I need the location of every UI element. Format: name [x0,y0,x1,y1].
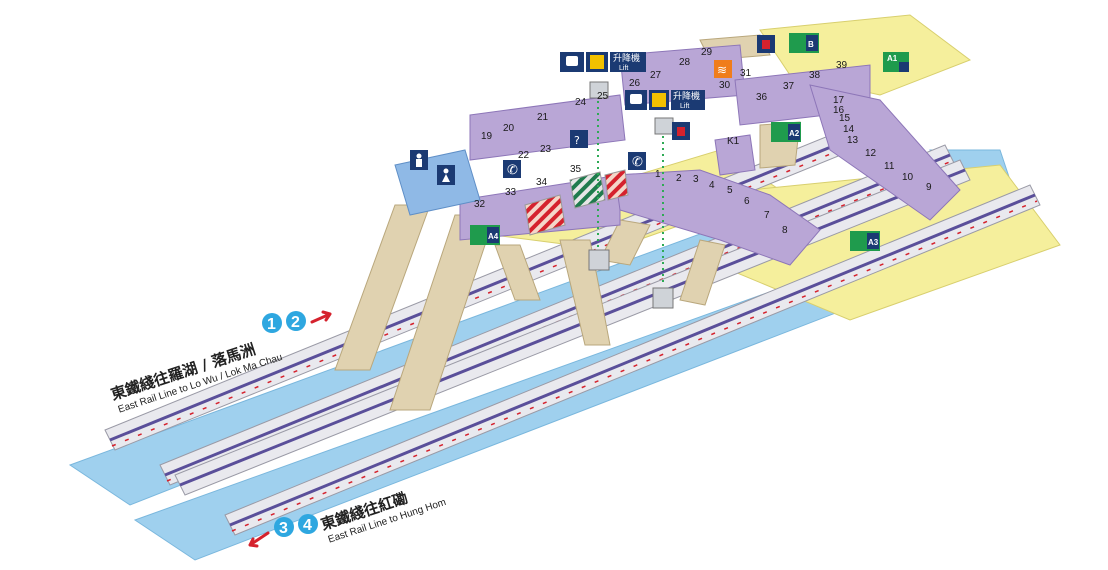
shop-number: 36 [756,92,768,103]
shop-number: 37 [783,81,795,92]
lift-label-en: Lift [619,65,628,72]
exit-label: A2 [789,129,800,138]
platform-number: 1 [267,316,276,333]
shop-number: 22 [518,150,530,161]
shop-number: 13 [847,135,859,146]
shop-number: 25 [597,91,609,102]
toilet-block [394,149,481,216]
lift-sign-bg [610,52,646,72]
svg-text:≋: ≋ [717,63,727,77]
lift-car [652,287,674,309]
exit-label: B [808,40,814,49]
shop-number: 29 [701,47,713,58]
wifi-icon: ≋ [714,60,732,78]
shop-number: 12 [865,148,877,159]
shop-number: 32 [474,199,486,210]
support-pillars [334,204,726,411]
exit-label: A4 [488,232,499,241]
train-4 [224,184,1041,536]
lifts [588,81,674,309]
lift-label-cn: 升降機 [613,52,640,64]
shop-number: 30 [719,80,731,91]
platform-badges-south: 3 4 [248,514,318,548]
lift-label-cn: 升降機 [673,90,700,102]
shop-number: 19 [481,131,493,142]
shop-number: 33 [505,187,517,198]
shop-number: 24 [575,97,587,108]
shop-number: 11 [884,161,895,172]
shop-number: 14 [843,124,855,135]
shop-number: 26 [629,78,641,89]
customer-service-icon [757,35,775,53]
shop-number: 31 [740,68,752,79]
shop-number: 17 [833,95,845,106]
shop-number: 4 [709,180,715,191]
shop-number: K1 [727,136,740,147]
shop-number: 5 [727,185,733,196]
shop-number: 27 [650,70,662,81]
lift-car [654,117,674,135]
svg-text:✆: ✆ [507,163,518,178]
platform-badges-north: 1 2 [262,310,332,333]
shop-number: 1 [655,169,661,180]
shop-numbers: 1 2 3 4 5 6 7 8 9 10 11 12 13 14 15 16 1… [474,47,932,236]
lift-sign: 升降機 Lift [625,90,705,110]
shop-number: 3 [693,174,699,185]
shop-number: 7 [764,210,770,221]
shop-number: 2 [676,173,682,184]
shop-number: 20 [503,123,515,134]
shop-number: 38 [809,70,821,81]
platform-number: 2 [291,314,300,331]
svg-text:✆: ✆ [632,155,643,170]
lift-car [588,249,610,271]
shop-number: 15 [839,113,851,124]
telephone-icon: ✆ [628,152,646,170]
exit-label: A3 [868,238,879,247]
platform-number: 3 [279,520,288,537]
customer-service-icon [672,122,690,140]
telephone-icon: ✆ [503,160,521,178]
exit-sign-A4: A4 [470,225,500,245]
shop-number: 9 [926,182,932,193]
customer-service-icon: ? [570,130,588,148]
lift-car [589,81,609,99]
arrow-icon [310,310,332,324]
shop-number: 23 [540,144,552,155]
lift-label-en: Lift [680,103,689,110]
exit-sign-A3: A3 [850,231,880,251]
shop-number: 21 [537,112,549,123]
platform-number: 4 [303,517,312,534]
arrow-icon [248,531,270,548]
shop-number: 8 [782,225,788,236]
advert-boxes [524,169,629,236]
exit-sign-B: B [789,33,819,53]
shop-number: 34 [536,177,548,188]
exit-label: A1 [887,54,898,63]
shop-number: 6 [744,196,750,207]
shop-number: 35 [570,164,582,175]
shop-number: 39 [836,60,848,71]
shop-number: 10 [902,172,914,183]
exit-sign-A1: A1 [883,52,909,72]
exit-sign-A2: A2 [771,122,801,142]
shop-number: 28 [679,57,691,68]
svg-text:?: ? [574,134,580,147]
shop-number: 16 [833,105,845,116]
